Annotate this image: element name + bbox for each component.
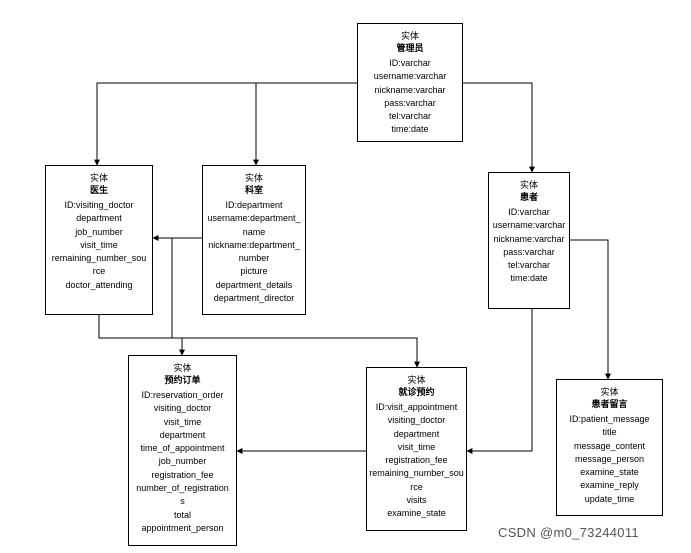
entity-patient-message: 实体 患者留言 ID:patient_message title message… (556, 379, 663, 516)
field: pass:varchar (384, 97, 436, 108)
entity-name: 医生 (89, 185, 108, 195)
entity-patient: 实体 患者 ID:varchar username:varchar nickna… (488, 172, 570, 309)
field: nickname:varchar (374, 84, 446, 95)
field-list: ID:patient_message title message_content… (557, 413, 662, 506)
field: nickname:department_ (208, 239, 300, 250)
entity-kind: 实体 (407, 375, 426, 385)
field: department (159, 429, 206, 440)
entity-name: 患者留言 (591, 399, 628, 409)
field: department_director (213, 293, 295, 304)
edge-department-to-order (171, 238, 185, 356)
field: ID:reservation_order (141, 390, 224, 400)
entity-name: 预约订单 (164, 375, 201, 385)
field: time:date (510, 273, 548, 284)
field: nickname:varchar (493, 233, 565, 244)
entity-kind: 实体 (244, 173, 263, 183)
entity-kind: 实体 (519, 180, 538, 190)
field: ID:patient_message (569, 414, 650, 424)
field: username:department_ (207, 213, 301, 224)
field: ID:visiting_doctor (64, 200, 134, 210)
field: ID:varchar (508, 207, 550, 217)
field: ID:visit_appointment (375, 402, 458, 412)
field: examine_reply (580, 480, 639, 491)
field: total (173, 509, 191, 520)
field: update_time (584, 493, 635, 504)
field: title (602, 427, 617, 438)
field: visiting_doctor (153, 403, 212, 414)
field: visit_time (80, 239, 118, 250)
field: examine_state (387, 508, 446, 519)
field: registration_fee (151, 469, 214, 480)
field: visiting_doctor (387, 415, 446, 426)
entity-name: 患者 (519, 192, 538, 202)
field: rce (410, 481, 423, 492)
edge-admin-to-doctor (94, 82, 357, 166)
field: name (242, 226, 266, 237)
field-list: ID:varchar username:varchar nickname:var… (358, 57, 462, 137)
entity-name: 科室 (244, 185, 263, 195)
edge-admin-to-patient (462, 82, 535, 173)
entity-department: 实体 科室 ID:department username:department_… (202, 165, 306, 315)
field: department (76, 213, 122, 224)
watermark-text: CSDN @m0_73244011 (498, 525, 639, 540)
field: number_of_registration (136, 483, 229, 494)
field: s (180, 496, 185, 507)
field-list: ID:visit_appointment visiting_doctor dep… (367, 401, 466, 521)
field: remaining_number_sou (369, 468, 464, 479)
field: time_of_appointment (140, 443, 225, 454)
field: job_number (158, 456, 207, 467)
field: appointment_person (141, 522, 224, 533)
field: time:date (391, 124, 429, 135)
entity-name: 就诊预约 (398, 387, 435, 397)
field: number (238, 253, 270, 264)
field: job_number (75, 226, 123, 237)
field: department_details (215, 279, 293, 290)
edge-doctor-to-order (98, 315, 182, 339)
field: username:varchar (373, 71, 447, 82)
field: department (393, 428, 440, 439)
field-list: ID:department username:department_ name … (203, 199, 305, 305)
entity-kind: 实体 (173, 363, 192, 373)
edge-patient-to-visit (466, 309, 533, 454)
entity-doctor: 实体 医生 ID:visiting_doctor department job_… (45, 165, 153, 315)
entity-kind: 实体 (600, 387, 619, 397)
field-list: ID:visiting_doctor department job_number… (46, 199, 152, 292)
field: pass:varchar (503, 246, 555, 257)
entity-admin: 实体 管理员 ID:varchar username:varchar nickn… (357, 23, 463, 142)
field: username:varchar (492, 220, 566, 231)
entity-name: 管理员 (396, 43, 424, 53)
edge-patient-to-message (570, 239, 611, 380)
field: message_person (574, 453, 645, 464)
field: tel:varchar (388, 111, 432, 122)
entity-visit-appointment: 实体 就诊预约 ID:visit_appointment visiting_do… (366, 367, 467, 531)
field: rce (92, 266, 106, 277)
field-list: ID:varchar username:varchar nickname:var… (489, 206, 569, 286)
field: visit_time (163, 416, 202, 427)
field: picture (240, 266, 268, 277)
entity-kind: 实体 (89, 173, 108, 183)
entity-reservation-order: 实体 预约订单 ID:reservation_order visiting_do… (128, 355, 237, 546)
field-list: ID:reservation_order visiting_doctor vis… (129, 389, 236, 535)
entity-kind: 实体 (400, 31, 419, 41)
field: visit_time (397, 441, 436, 452)
field: tel:varchar (507, 260, 551, 271)
field: visits (406, 495, 427, 506)
field: message_content (573, 440, 646, 451)
field: examine_state (580, 467, 639, 478)
field: registration_fee (385, 455, 448, 466)
field: remaining_number_sou (51, 253, 147, 264)
field: ID:varchar (389, 58, 431, 68)
field: ID:department (225, 200, 283, 210)
field: doctor_attending (65, 279, 133, 290)
edge-doctor-to-visit (182, 337, 420, 368)
